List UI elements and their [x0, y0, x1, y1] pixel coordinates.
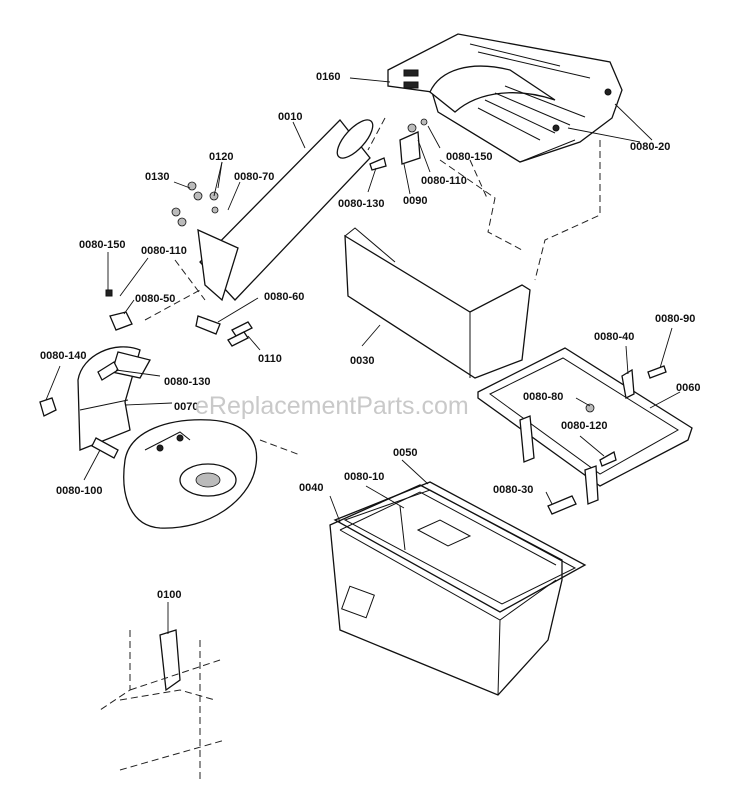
mower-deck-housing	[123, 419, 301, 529]
callout-0070: 0070	[174, 401, 198, 413]
callout-0080-150-lower: 0080-150	[79, 239, 126, 251]
callout-0080-60: 0080-60	[264, 291, 304, 303]
discharge-tube	[144, 119, 374, 321]
callout-0100: 0100	[157, 589, 181, 601]
callout-0030: 0030	[350, 355, 374, 367]
callout-0090: 0090	[403, 195, 427, 207]
callout-0080-100: 0080-100	[56, 485, 103, 497]
callout-0050: 0050	[393, 447, 417, 459]
watermark-text: eReplacementParts.com	[195, 392, 469, 420]
callout-0080-10: 0080-10	[344, 471, 384, 483]
duct-hidden-lines	[367, 117, 601, 281]
callout-0080-40: 0080-40	[594, 331, 634, 343]
callout-0130: 0130	[145, 171, 169, 183]
bag-top-shell	[344, 227, 531, 379]
callout-0080-50: 0080-50	[135, 293, 175, 305]
mounting-clip-view	[99, 629, 226, 780]
callout-0110: 0110	[258, 353, 282, 365]
callout-0080-110-upper: 0080-110	[421, 175, 467, 187]
callout-0080-80: 0080-80	[523, 391, 563, 403]
hood-cover	[387, 33, 623, 163]
callout-0080-120: 0080-120	[561, 420, 608, 432]
chute-bracket	[369, 118, 428, 171]
callout-0080-30: 0080-30	[493, 484, 533, 496]
bag-support-frame	[477, 347, 693, 515]
tube-hardware	[105, 181, 253, 347]
callout-0060: 0060	[676, 382, 700, 394]
callout-0080-130-lower: 0080-130	[164, 376, 211, 388]
callout-0010: 0010	[278, 111, 302, 123]
callout-0080-150-upper: 0080-150	[446, 151, 493, 163]
callout-0080-110-lower: 0080-110	[141, 245, 187, 257]
callout-0120: 0120	[209, 151, 233, 163]
grass-bag	[329, 481, 587, 696]
callout-0080-70: 0080-70	[234, 171, 274, 183]
callout-0040: 0040	[299, 482, 323, 494]
leader-lines	[45, 77, 681, 634]
callout-0080-90: 0080-90	[655, 313, 695, 325]
callout-0160: 0160	[316, 71, 340, 83]
callout-labels: 0160 0010 0080-20 0120 0130 0080-70 0080…	[40, 71, 700, 601]
callout-0080-20: 0080-20	[630, 141, 670, 153]
callout-0080-140: 0080-140	[40, 350, 87, 362]
callout-0080-130-upper: 0080-130	[338, 198, 385, 210]
deflector-chute	[39, 346, 151, 459]
